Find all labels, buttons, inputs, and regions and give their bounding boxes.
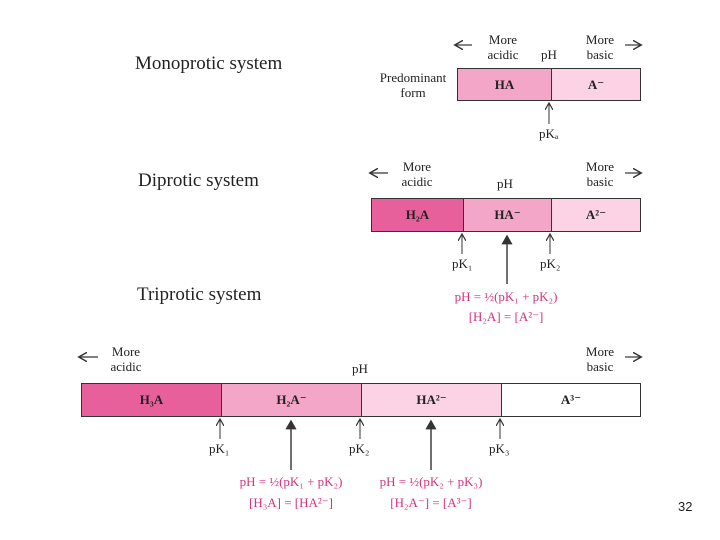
mono-more-acidic-label: More acidic [487, 32, 519, 62]
tri-species-bar: H₃A H₂A⁻ HA²⁻ A³⁻ [81, 383, 641, 417]
di-species-bar: H₂A HA⁻ A²⁻ [371, 198, 641, 232]
predominant-form-label: Predominant form [379, 70, 447, 100]
mono-segment-ha: HA [458, 69, 551, 100]
tri-pk3-label: pK₃ [489, 441, 510, 456]
tri-equation-a-ph: pH = ½(pK₁ + pK₂) [239, 474, 343, 489]
tri-pk2-label: pK₂ [349, 441, 370, 456]
tri-equation-a-conc: [H₃A] = [HA²⁻] [249, 495, 333, 510]
mono-pka-label: pKₐ [539, 126, 559, 141]
mono-species-bar: HA A⁻ [457, 68, 641, 101]
tri-segment-ha2: HA²⁻ [361, 384, 501, 416]
tri-pk1-label: pK₁ [209, 441, 230, 456]
di-equation-conc: [H₂A] = [A²⁻] [468, 309, 544, 324]
di-ph-label: pH [497, 176, 513, 191]
tri-segment-a3: A³⁻ [501, 384, 640, 416]
di-more-acidic-label: More acidic [401, 159, 433, 189]
di-pk2-label: pK₂ [540, 256, 561, 271]
di-more-basic-label: More basic [585, 159, 615, 189]
mono-more-basic-label: More basic [585, 32, 615, 62]
page-number: 32 [678, 499, 693, 514]
di-segment-a2: A²⁻ [551, 199, 640, 231]
tri-equation-b-ph: pH = ½(pK₂ + pK₃) [379, 474, 483, 489]
tri-ph-label: pH [352, 361, 368, 376]
tri-segment-h2a: H₂A⁻ [221, 384, 361, 416]
tri-more-acidic-label: More acidic [110, 344, 142, 374]
di-segment-h2a: H₂A [372, 199, 463, 231]
triprotic-title: Triprotic system [137, 284, 262, 305]
di-segment-ha: HA⁻ [463, 199, 551, 231]
mono-segment-a: A⁻ [551, 69, 640, 100]
tri-segment-h3a: H₃A [82, 384, 221, 416]
di-pk1-label: pK₁ [452, 256, 473, 271]
diprotic-title: Diprotic system [138, 170, 259, 191]
monoprotic-title: Monoprotic system [135, 53, 283, 74]
tri-equation-b-conc: [H₂A⁻] = [A³⁻] [390, 495, 472, 510]
mono-ph-label: pH [541, 47, 557, 62]
tri-more-basic-label: More basic [585, 344, 615, 374]
di-equation-ph: pH = ½(pK₁ + pK₂) [454, 289, 558, 304]
